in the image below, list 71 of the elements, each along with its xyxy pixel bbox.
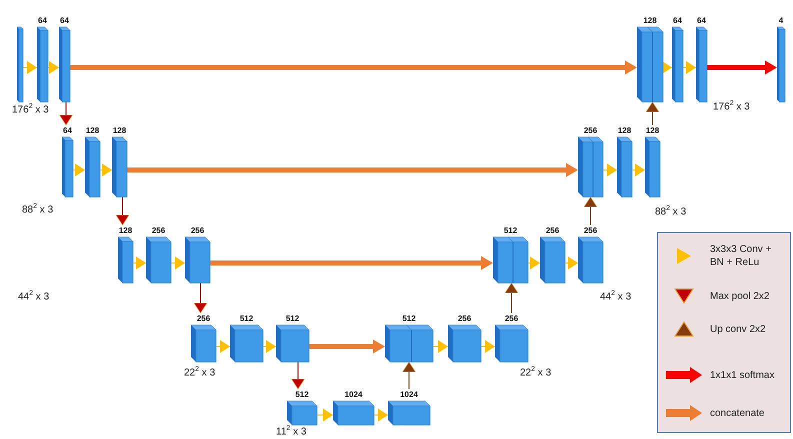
triangle-arrow	[564, 256, 578, 270]
size-label: 22$^{2}$ x 3	[520, 366, 552, 378]
legend-text: Max pool 2x2	[710, 290, 770, 302]
triangle-arrow	[170, 256, 186, 270]
triangle-arrow	[316, 408, 334, 422]
size-label: 11$^{2}$ x 3	[276, 425, 306, 438]
channel-count: 256	[582, 225, 598, 237]
triangle-arrow	[528, 256, 540, 270]
triangle-arrow	[374, 408, 388, 422]
triangle-arrow	[632, 164, 646, 176]
size-label: 44$^{2}$ x 3	[600, 290, 632, 302]
legend-text: 3x3x3 Conv + BN + ReLu	[710, 243, 772, 269]
triangle-arrow	[72, 164, 86, 176]
triangle-arrow	[480, 340, 496, 353]
channel-count: 256	[190, 225, 206, 237]
triangle-arrow	[100, 164, 112, 176]
channel-count: 128	[84, 125, 100, 137]
legend-text: concatenate	[710, 406, 764, 420]
channel-count: 512	[502, 225, 518, 237]
channel-count: 1024	[344, 389, 364, 401]
triangle-arrow	[216, 340, 230, 353]
triangle-arrow	[432, 340, 448, 353]
size-label: 44$^{2}$ x 3	[18, 290, 50, 302]
triangle-arrow	[132, 256, 146, 270]
triangle-arrow	[682, 61, 696, 74]
legend-text: Up conv 2x2	[710, 322, 766, 336]
size-label: 88$^{2}$ x 3	[655, 205, 686, 218]
size-label: 176$^{2}$ x 3	[12, 103, 49, 116]
triangle-arrow	[504, 282, 518, 314]
channel-count: 1024	[399, 389, 419, 401]
channel-count: 128	[616, 125, 632, 137]
channel-count: 256	[544, 225, 560, 237]
channel-count: 512	[284, 313, 300, 325]
channel-count: 64	[37, 15, 48, 27]
triangle-arrow	[291, 362, 305, 390]
triangle-arrow	[262, 340, 276, 353]
size-label: 88$^{2}$ x 3	[22, 203, 54, 216]
channel-count: 256	[456, 313, 472, 325]
channel-count: 512	[238, 313, 254, 325]
channel-count: 128	[112, 125, 128, 137]
channel-count: 64	[62, 125, 73, 137]
triangle-arrow	[116, 196, 130, 226]
triangle-arrow	[194, 282, 208, 314]
triangle-arrow	[602, 164, 618, 176]
channel-count: 256	[196, 313, 212, 325]
size-label: 176$^{2}$ x 3	[713, 100, 750, 112]
triangle-arrow	[646, 102, 660, 126]
channel-count: 128	[118, 225, 134, 237]
triangle-arrow	[402, 362, 416, 390]
arrow	[127, 163, 578, 177]
triangle-arrow	[59, 102, 73, 126]
legend-text: 1x1x1 softmax	[710, 368, 774, 382]
channel-count: 512	[401, 313, 417, 325]
triangle-arrow	[22, 61, 38, 74]
triangle-arrow	[662, 61, 672, 74]
channel-count: 64	[672, 15, 683, 27]
channel-count: 128	[642, 15, 658, 27]
arrow	[309, 340, 385, 354]
channel-count: 256	[504, 313, 520, 325]
channel-count: 64	[59, 15, 70, 27]
size-label: 22$^{2}$ x 3	[184, 366, 216, 378]
channel-count: 64	[696, 15, 707, 27]
triangle-arrow	[48, 61, 60, 74]
channel-count: 4	[778, 15, 784, 27]
arrow	[707, 60, 777, 74]
channel-count: 128	[644, 125, 660, 137]
channel-count: 256	[582, 125, 598, 137]
arrow	[70, 60, 637, 74]
channel-count: 512	[294, 389, 310, 401]
triangle-arrow	[584, 196, 598, 226]
channel-count: 256	[150, 225, 166, 237]
